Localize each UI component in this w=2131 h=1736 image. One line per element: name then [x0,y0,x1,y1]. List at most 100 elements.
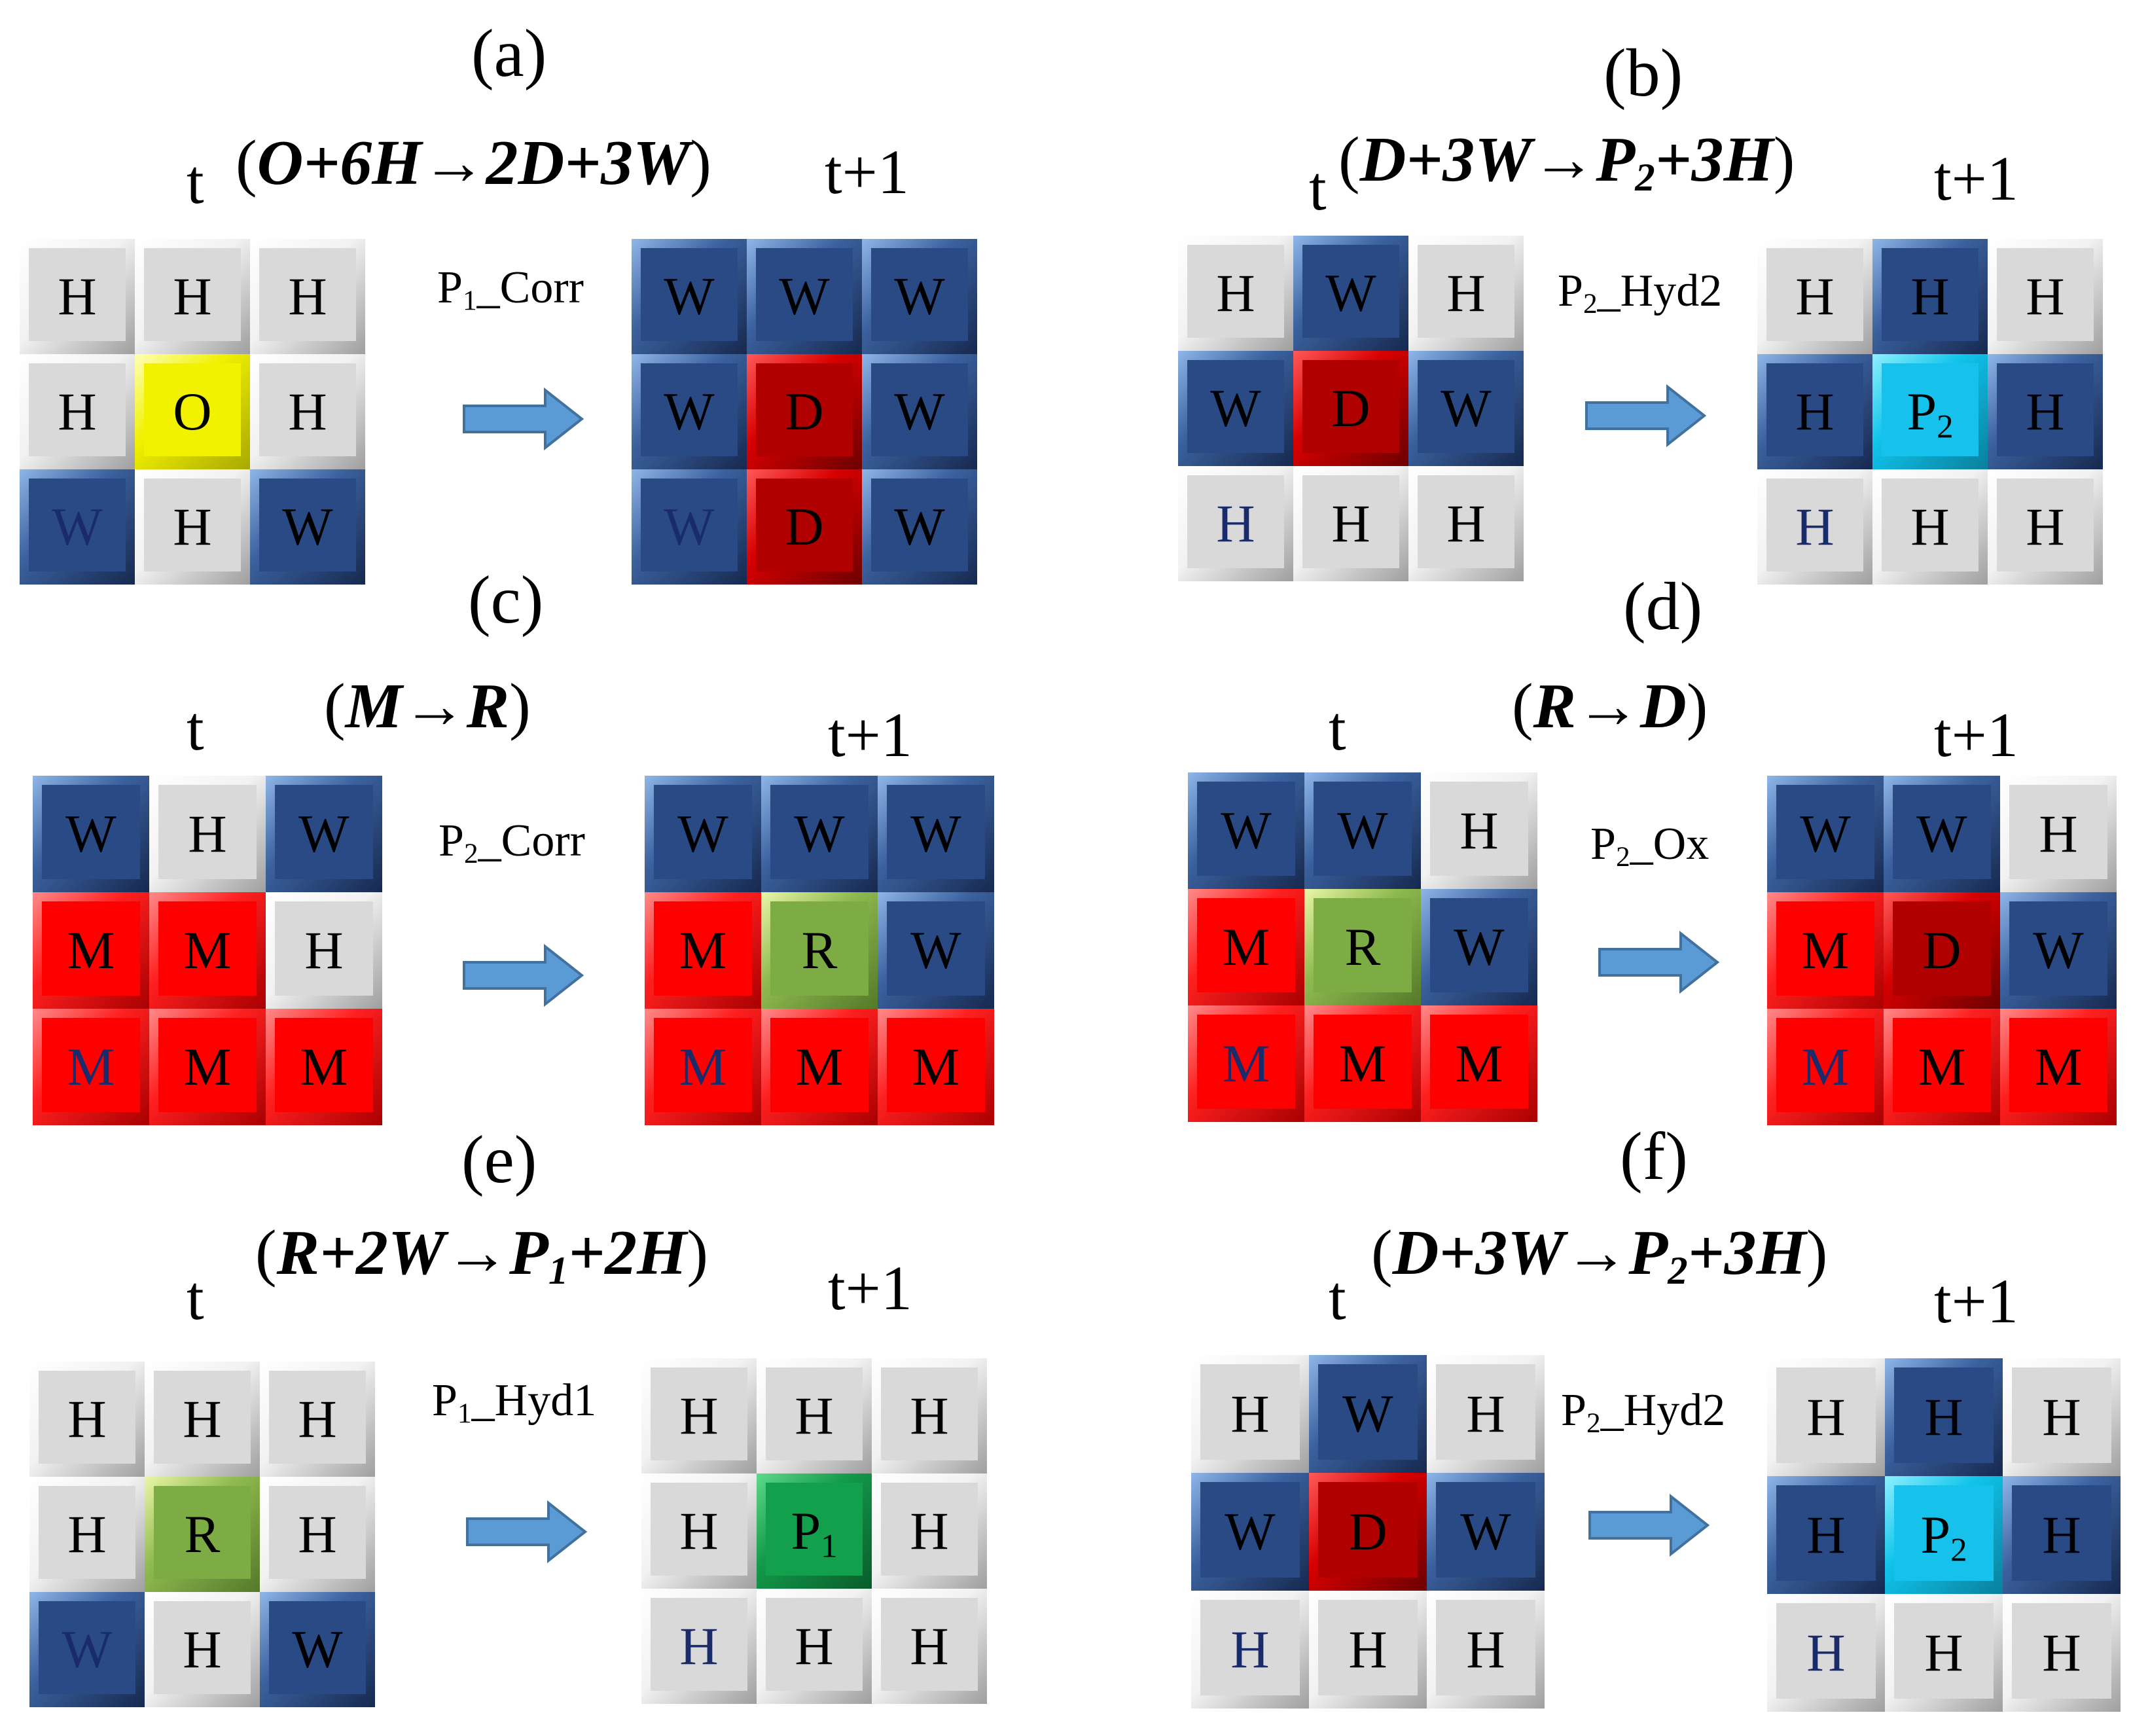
cell-label: W [282,497,333,556]
d-after-cell-r3-c1: M [1767,1009,1884,1125]
cell-label: H [1230,1384,1270,1443]
equation-text: O+6H→2D+3W [257,128,690,198]
cell-label: H [679,1386,719,1445]
cell-label: H [298,1389,337,1449]
panel-b-equation: (D+3W→P2+3H) [1338,128,1795,198]
a-before-cell-r2-c1: H [20,354,135,469]
cell-label: H [1806,1505,1846,1564]
d-after-cell-r3-c2: M [1884,1009,2000,1125]
panel-b-arrow-label: P2_Hyd2 [1558,268,1722,318]
arrow-label-rest: _Hyd1 [471,1375,597,1426]
b-before-cell-r3-c3: H [1408,466,1524,581]
equation-text: D+3W→P [1392,1218,1668,1288]
cell-label: W [65,804,116,863]
equation-close-paren: ) [1806,1218,1828,1288]
equation-open-paren: ( [1512,671,1533,742]
d-after-cell-r2-c1: M [1767,892,1884,1009]
cell-label: P2 [1920,1505,1967,1568]
a-after-cell-r2-c2: D [747,354,862,469]
cell-label: W [1210,378,1261,438]
right-arrow-icon [466,1500,588,1564]
equation-close-paren: ) [1686,671,1708,742]
c-before-cell-r1-c3: W [266,776,382,892]
equation-text: M→R [345,671,510,742]
c-after-cell-r3-c1: M [645,1009,761,1125]
b-before-cell-r3-c2: H [1293,466,1408,581]
cell-label: M [1801,920,1850,980]
cell-label: H [2039,804,2078,863]
cell-label: W [779,266,830,326]
cell-label: H [288,382,327,441]
cell-label: P2 [1907,382,1954,445]
cell-label: M [795,1037,844,1096]
a-after-cell-r3-c2: D [747,469,862,585]
a-before-cell-r1-c1: H [20,239,135,354]
panel-c-label: (c) [468,562,544,638]
cell-label: H [2026,382,2065,441]
e-after-cell-r1-c2: H [757,1358,872,1474]
panel-d-t1-label: t+1 [1934,700,2018,770]
cell-label: D [1922,920,1961,980]
panel-e-equation: (R+2W→P1+2H) [255,1218,708,1291]
d-after-cell-r2-c3: W [2000,892,2117,1009]
cell-label: W [1460,1502,1511,1561]
cell-label: W [1800,804,1851,863]
cell-label: W [2033,920,2084,980]
cell-label: W [1916,804,1967,863]
b-before-cell-r2-c1: W [1178,351,1293,466]
cell-label: H [910,1501,949,1561]
f-after-cell-r2-c1: H [1767,1476,1885,1594]
d-after-cell-r1-c3: H [2000,776,2117,892]
a-before-cell-r1-c3: H [250,239,365,354]
c-before-cell-r2-c1: M [33,892,149,1009]
a-after-cell-r1-c1: W [632,239,747,354]
cell-label: H [679,1616,719,1676]
panel-d-label: (d) [1623,569,1703,644]
cell-label: W [1454,917,1505,977]
cell-label: R [1344,917,1381,977]
cell-label: M [67,1037,115,1096]
f-after-cell-r2-c3: H [2003,1476,2121,1594]
b-after-cell-r3-c1: H [1757,469,1872,585]
f-after-cell-r3-c1: H [1767,1594,1885,1712]
arrow-label-rest: _Corr [476,262,584,313]
b-after-cell-r3-c2: H [1872,469,1988,585]
d-before-cell-r3-c2: M [1304,1005,1421,1122]
cell-label: H [1459,801,1499,860]
cell-label: H [58,266,97,326]
e-before-cell-r3-c1: W [29,1592,145,1707]
arrow-label-subscript: 2 [1586,1407,1601,1439]
arrow-label-subscript: 2 [1583,287,1598,319]
cell-label: R [801,920,838,980]
f-after-cell-r1-c3: H [2003,1358,2121,1476]
equation-text: R→D [1533,671,1687,742]
cell-label: W [677,804,728,863]
cell-label: H [1348,1619,1388,1679]
f-before-cell-r3-c3: H [1427,1591,1545,1709]
cell-label: H [2026,266,2065,326]
panel-e-t-label: t [187,1263,204,1333]
c-after-cell-r3-c3: M [878,1009,994,1125]
c-after-cell-r1-c3: W [878,776,994,892]
cell-label: H [1924,1623,1963,1682]
cell-label: W [664,382,715,441]
cell-label: W [1337,801,1388,860]
panel-b-t-label: t [1309,153,1327,223]
d-after-cell-r3-c3: M [2000,1009,2117,1125]
cell-label: H [67,1389,107,1449]
right-arrow-icon [1598,930,1720,994]
cell-label: D [1331,378,1370,438]
cell-label: R [184,1504,221,1564]
cell-label: H [58,382,97,441]
cell-label: M [679,920,727,980]
equation-open-paren: ( [255,1218,277,1288]
arrow-label-subscript: 1 [462,284,477,316]
cell-label: H [1216,263,1255,323]
a-after-cell-r2-c3: W [862,354,977,469]
